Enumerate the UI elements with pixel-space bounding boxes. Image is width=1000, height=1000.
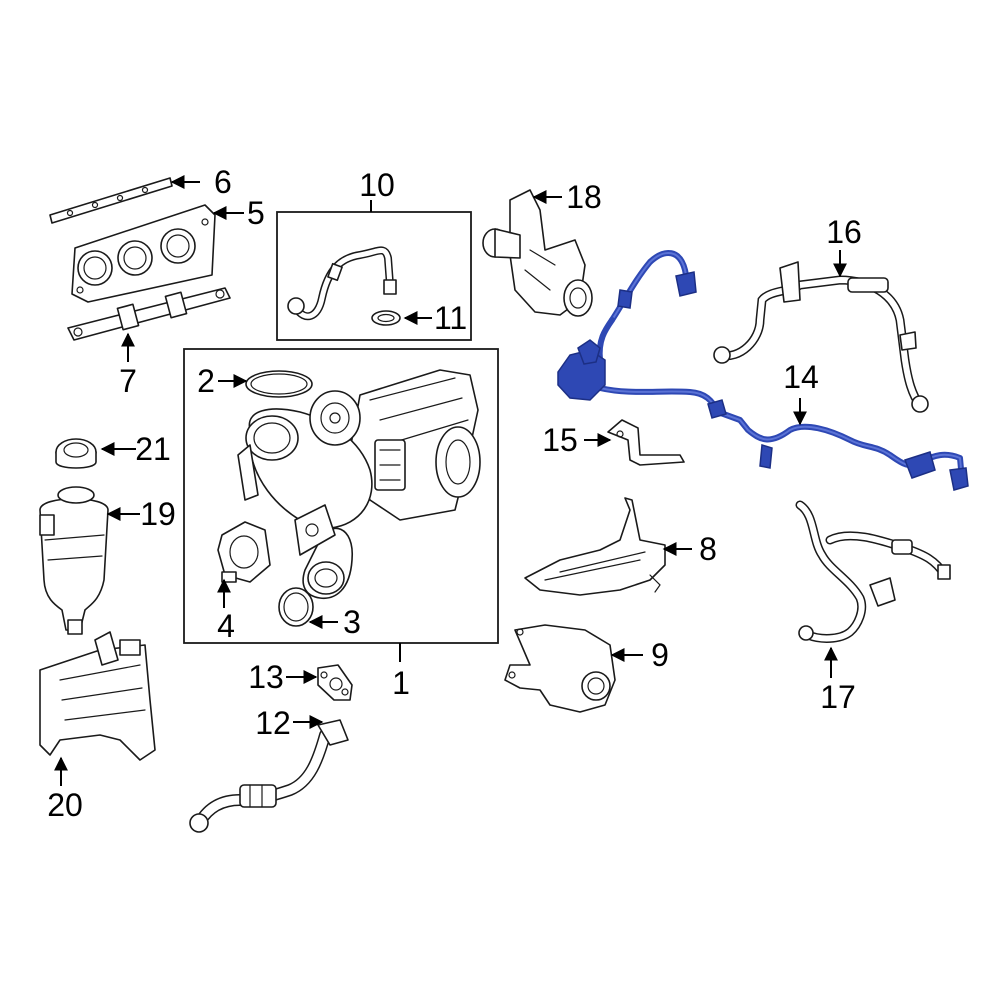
- callout-2: 2: [197, 363, 215, 399]
- part-20-bracket[interactable]: [39, 631, 156, 761]
- callout-13: 13: [248, 659, 284, 695]
- callout-14: 14: [783, 359, 819, 395]
- part-13-flange-gasket[interactable]: [317, 664, 353, 701]
- part-15-bracket[interactable]: [607, 419, 685, 466]
- callout-4: 4: [217, 608, 235, 644]
- callout-16: 16: [826, 214, 862, 250]
- part-8-heat-shield[interactable]: [524, 497, 666, 596]
- part-3-gasket-ring[interactable]: [278, 587, 314, 627]
- part-11-seal-ring[interactable]: [371, 310, 401, 326]
- part-6-gasket[interactable]: [49, 177, 173, 224]
- part-14-coolant-line[interactable]: [557, 250, 969, 491]
- part-10-oil-line[interactable]: [287, 246, 397, 321]
- part-4-actuator[interactable]: [217, 521, 271, 583]
- callout-11: 11: [434, 300, 467, 336]
- callout-1: 1: [392, 665, 410, 701]
- callout-3: 3: [343, 604, 361, 640]
- part-17-line[interactable]: [795, 500, 951, 643]
- callout-labels: 6 5 7 10 11 2 3 4 1 13 12 21 19 20 18 16…: [47, 164, 862, 823]
- part-5-manifold-gasket[interactable]: [71, 204, 216, 303]
- part-7-rail[interactable]: [67, 287, 231, 341]
- callout-5: 5: [247, 195, 265, 231]
- callout-21: 21: [135, 431, 171, 467]
- callout-7: 7: [119, 363, 137, 399]
- callout-19: 19: [140, 496, 176, 532]
- group-box-1: [183, 348, 499, 644]
- part-9-heat-shield[interactable]: [504, 624, 616, 713]
- part-1-turbocharger[interactable]: [237, 369, 481, 599]
- callout-10: 10: [359, 167, 395, 203]
- callout-17: 17: [820, 679, 856, 715]
- callout-6: 6: [214, 164, 232, 200]
- part-19-reservoir[interactable]: [39, 486, 109, 635]
- part-12-pipe[interactable]: [189, 719, 349, 833]
- callout-8: 8: [699, 531, 717, 567]
- group-box-10: [276, 211, 472, 341]
- callout-12: 12: [255, 705, 291, 741]
- part-18-water-outlet[interactable]: [482, 189, 593, 317]
- part-21-cap[interactable]: [55, 438, 97, 469]
- part-16-hose[interactable]: [713, 261, 929, 413]
- callout-15: 15: [542, 422, 578, 458]
- callout-20: 20: [47, 787, 83, 823]
- leader-lines: [54, 175, 847, 786]
- part-2-o-ring[interactable]: [245, 370, 313, 398]
- callout-18: 18: [566, 179, 602, 215]
- callout-9: 9: [651, 637, 669, 673]
